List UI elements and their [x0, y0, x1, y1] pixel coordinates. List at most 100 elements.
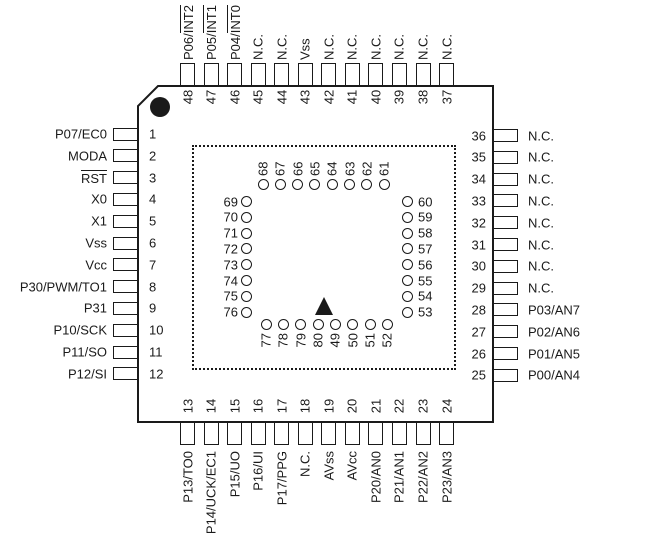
pin-number-42: 42	[321, 89, 337, 105]
pin-number-23: 23	[415, 398, 431, 414]
pin-rect-18	[297, 422, 313, 445]
die-boundary-dashed-rect	[192, 145, 456, 370]
die-pad-number-62: 62	[359, 161, 375, 176]
overline-text: INT0	[226, 5, 243, 34]
overline-text: INT2	[179, 5, 196, 34]
pin-rect-31	[493, 238, 518, 251]
pin-number-39: 39	[391, 89, 407, 105]
pin-number-25: 25	[471, 367, 486, 383]
die-pad-50	[347, 318, 359, 330]
pin-number-34: 34	[471, 171, 486, 187]
die-pad-71	[240, 227, 252, 239]
pin-rect-10	[113, 323, 138, 337]
pin-label-10: P10/SCK	[53, 322, 107, 338]
pin-label-2: MODA	[68, 148, 107, 164]
die-pad-67	[274, 178, 286, 190]
pin-label-45: N.C.	[250, 34, 266, 60]
die-pad-number-51: 51	[362, 333, 378, 348]
pin-number-26: 26	[471, 346, 486, 361]
die-pad-49	[329, 318, 341, 330]
pin-number-7: 7	[149, 257, 157, 273]
pin-label-43: Vss	[297, 38, 313, 60]
pin-label-14: P14/UCK/EC1	[203, 451, 219, 535]
pin-number-40: 40	[368, 89, 384, 105]
pin-label-11: P11/SO	[62, 344, 107, 360]
die-pad-number-53: 53	[418, 304, 433, 320]
die-pad-number-74: 74	[223, 273, 238, 288]
pin-rect-47	[203, 63, 219, 86]
die-pad-51	[364, 318, 376, 330]
pin-number-19: 19	[321, 398, 337, 414]
pin-rect-37	[439, 63, 455, 86]
die-pad-53	[401, 306, 413, 318]
die-pad-69	[240, 196, 252, 207]
pin-label-30: N.C.	[528, 258, 554, 274]
pin-number-8: 8	[149, 279, 157, 295]
die-pad-number-78: 78	[275, 333, 291, 348]
die-pad-73	[240, 259, 252, 271]
pin-label-36: N.C.	[528, 128, 554, 143]
pin-number-35: 35	[471, 149, 486, 165]
pin-number-1: 1	[149, 126, 157, 142]
pin-number-24: 24	[439, 398, 455, 414]
pin-rect-39	[391, 63, 407, 86]
pin-label-3: RST	[0, 169, 107, 186]
pin-label-35: N.C.	[528, 149, 554, 165]
die-pad-number-61: 61	[376, 161, 392, 176]
pin-rect-17	[274, 422, 290, 445]
pin-rect-41	[344, 63, 360, 86]
pin-rect-23	[415, 422, 431, 445]
pin-number-28: 28	[471, 302, 486, 318]
pin-rect-42	[321, 63, 337, 86]
pin-rect-1	[113, 127, 138, 141]
pin-label-42: N.C.	[321, 34, 337, 60]
die-pad-number-72: 72	[223, 241, 238, 257]
pin-rect-25	[493, 368, 518, 382]
pin-label-39: N.C.	[391, 34, 407, 60]
pin-number-41: 41	[344, 89, 360, 105]
die-pad-number-69: 69	[223, 194, 238, 209]
die-pad-number-71: 71	[223, 225, 238, 241]
pin-number-38: 38	[415, 89, 431, 105]
pin-rect-9	[113, 301, 138, 315]
pin-label-34: N.C.	[528, 171, 554, 187]
die-pad-52	[381, 318, 393, 330]
pin-label-29: N.C.	[528, 280, 554, 296]
pin-rect-15	[227, 422, 243, 445]
die-pad-number-65: 65	[307, 161, 323, 176]
die-pad-number-59: 59	[418, 209, 433, 225]
pin-number-31: 31	[471, 237, 486, 252]
pin-number-27: 27	[471, 324, 486, 340]
pin-rect-5	[113, 214, 138, 228]
pin-rect-3	[113, 171, 138, 185]
pin-label-8: P30/PWM/TO1	[19, 279, 107, 295]
die-pad-57	[401, 243, 413, 255]
pin-label-20: AVcc	[344, 451, 360, 481]
die-pad-77	[260, 318, 272, 330]
pin-number-43: 43	[297, 89, 313, 105]
pin-label-9: P31	[83, 300, 107, 316]
die-pad-56	[401, 259, 413, 271]
die-pad-68	[257, 178, 269, 190]
pin-rect-20	[344, 422, 360, 445]
pin-rect-48	[180, 63, 195, 86]
pin-rect-22	[391, 422, 407, 445]
pin-rect-38	[415, 63, 431, 86]
pin-number-32: 32	[471, 215, 486, 231]
pin-label-37: N.C.	[439, 34, 455, 60]
pin-label-27: P02/AN6	[528, 324, 581, 340]
pin-number-33: 33	[471, 193, 486, 209]
pin-label-22: P21/AN1	[391, 451, 407, 504]
pin-number-6: 6	[149, 235, 157, 251]
pin-label-6: Vss	[85, 235, 107, 251]
pin-rect-8	[113, 280, 138, 294]
die-pad-number-68: 68	[255, 161, 271, 176]
die-pad-number-50: 50	[345, 333, 361, 348]
pin-rect-2	[113, 149, 138, 163]
pin-label-44: N.C.	[274, 34, 290, 60]
pin-rect-21	[368, 422, 384, 445]
pin-number-13: 13	[180, 398, 195, 414]
pin-label-5: X1	[91, 213, 107, 229]
pin-label-25: P00/AN4	[528, 367, 581, 383]
die-pad-61	[378, 178, 390, 190]
